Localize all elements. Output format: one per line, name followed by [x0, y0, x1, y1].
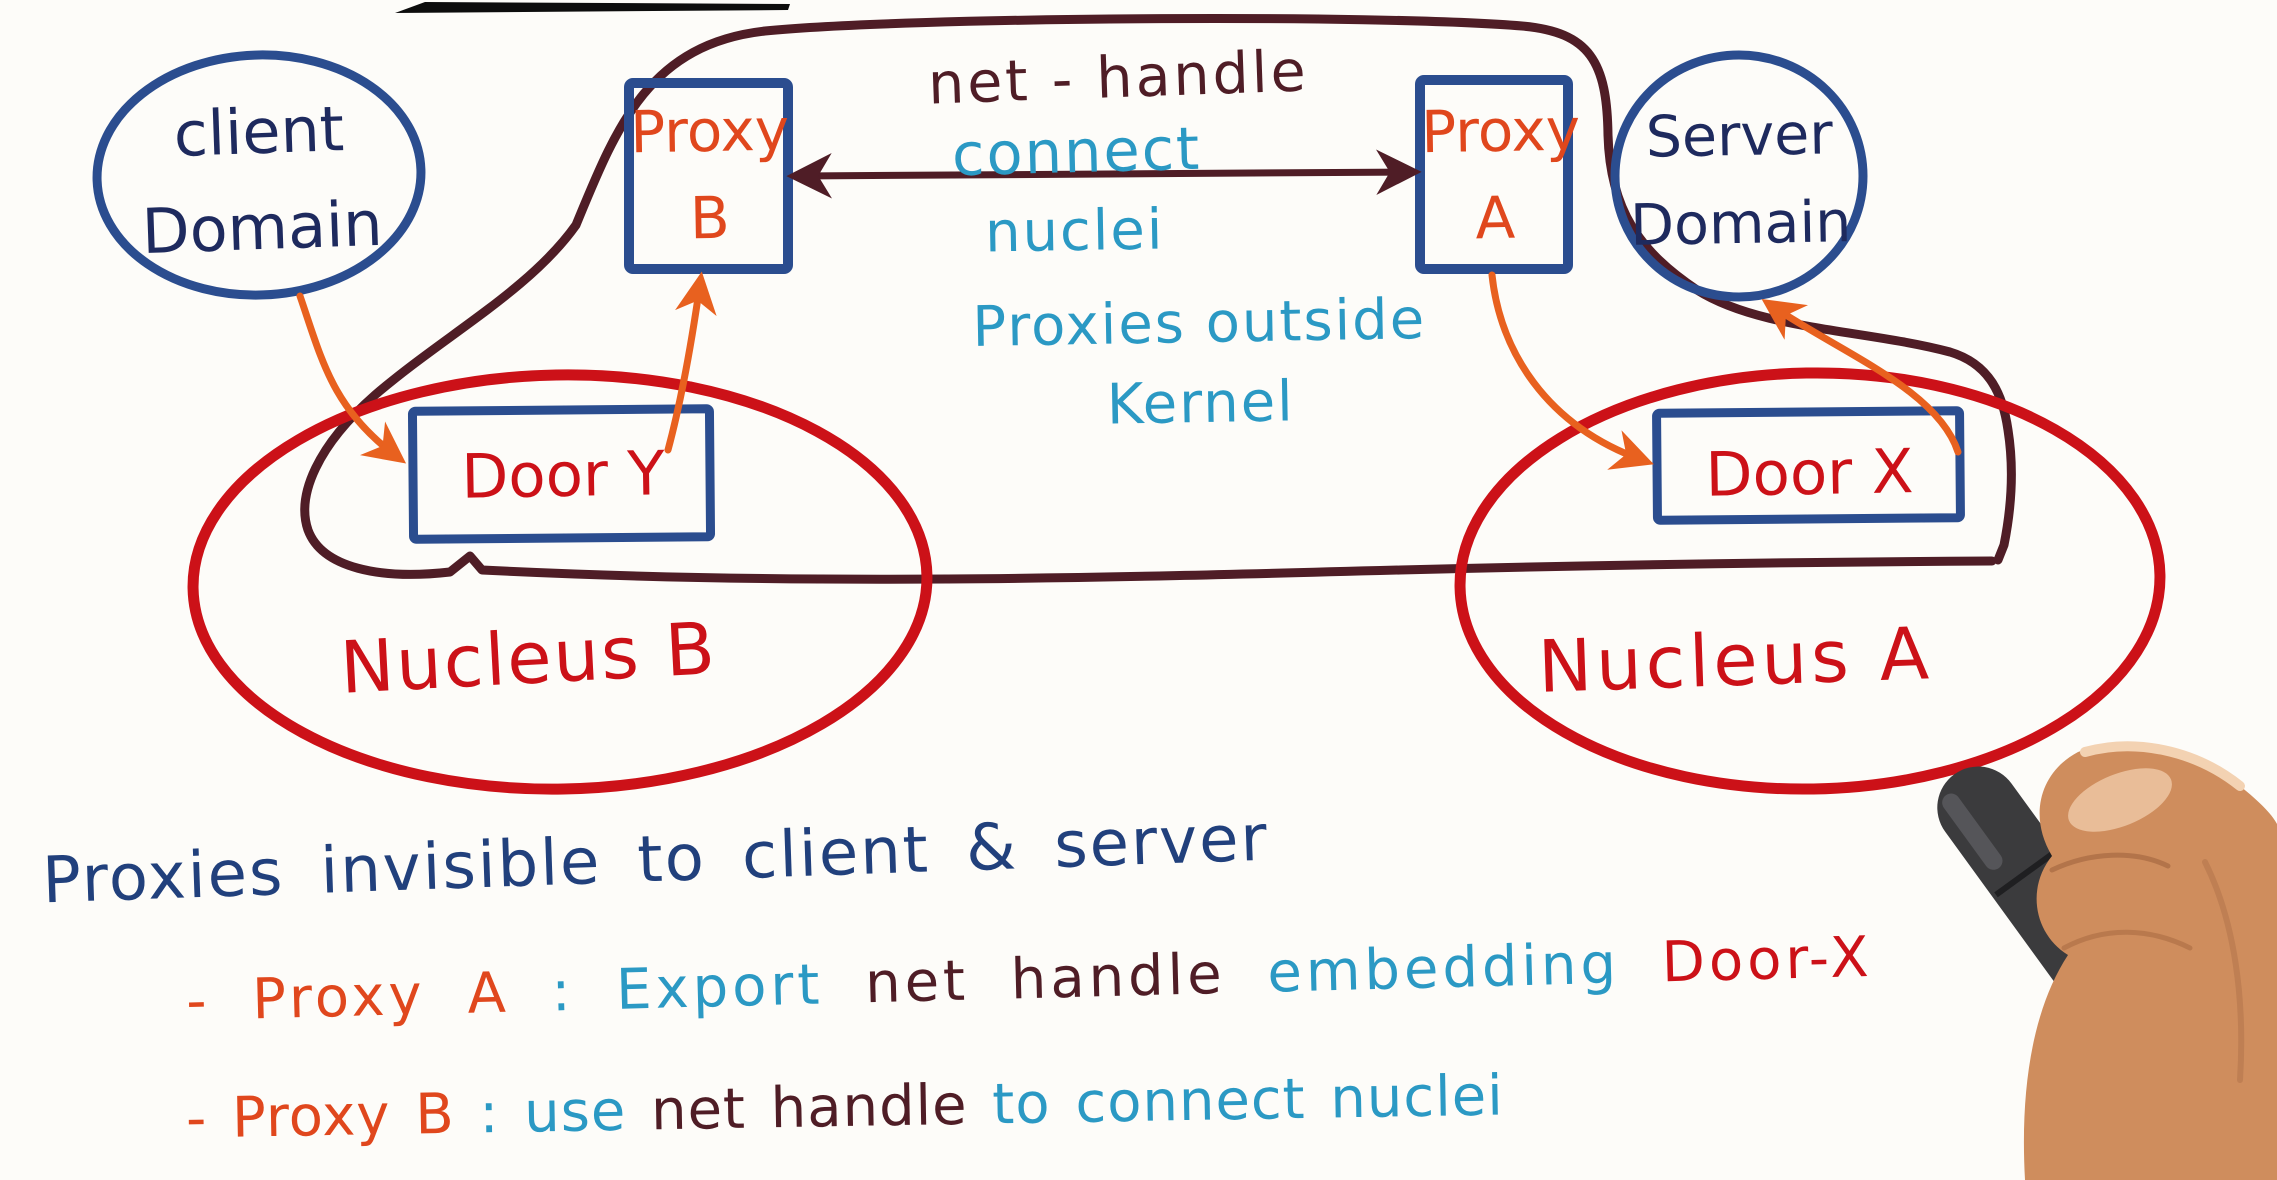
hand-highlight: [2080, 741, 2245, 791]
title-underline: [395, 2, 790, 13]
hand-shape: [2023, 744, 2277, 1180]
server-domain-ellipse: [1610, 50, 1868, 302]
text-segment: - Proxy A: [185, 960, 511, 1035]
nucleus-a-ellipse: [1454, 367, 2166, 795]
arrow-client-to-door-y: [296, 292, 407, 464]
text-segment: to connect nuclei: [991, 1063, 1505, 1138]
writer-hand: [1937, 741, 2277, 1180]
text-segment: :: [454, 1080, 525, 1147]
door-x-label: Door X: [1704, 436, 1915, 511]
arrow-door-x-to-server: [1761, 298, 1962, 456]
text-segment: :: [508, 957, 617, 1026]
nucleus-b-label: Nucleus B: [338, 606, 719, 710]
door-x-box: [1652, 406, 1965, 525]
nuclei-label: nuclei: [984, 197, 1165, 266]
nail-crease: [2061, 929, 2193, 951]
arrow-door-y-to-proxy-b: [664, 271, 717, 454]
door-y-label: Door Y: [460, 438, 666, 513]
server-domain-label: Server Domain: [1629, 101, 1852, 260]
nucleus-b-ellipse: [187, 369, 933, 795]
text-segment: Export: [615, 951, 867, 1023]
net-handle-double-arrow: [786, 149, 1422, 199]
proxies-outside-kernel-label: Proxies outside Kernel: [971, 287, 1427, 438]
client-domain-label: client Domain: [140, 92, 384, 269]
text-segment: Door-X: [1660, 924, 1874, 996]
proxy-a-label: Proxy A: [1420, 95, 1581, 253]
proxy-b-label: Proxy B: [629, 95, 790, 253]
text-segment: use: [523, 1078, 652, 1146]
text-segment: net handle: [650, 1072, 993, 1144]
knuckle-highlight: [2068, 768, 2172, 832]
text-segment: - Proxy B: [185, 1081, 456, 1152]
text-segment: embedding: [1266, 930, 1663, 1006]
door-y-box: [407, 404, 716, 544]
text-segment: net handle: [864, 940, 1269, 1017]
nucleus-a-label: Nucleus A: [1536, 611, 1935, 709]
connect-label: connect: [951, 113, 1203, 190]
finger-separation-shadow: [2202, 859, 2245, 1083]
client-domain-ellipse: [92, 50, 426, 300]
finger-crease: [2049, 852, 2171, 873]
arrow-proxy-a-to-door-x: [1488, 271, 1654, 470]
